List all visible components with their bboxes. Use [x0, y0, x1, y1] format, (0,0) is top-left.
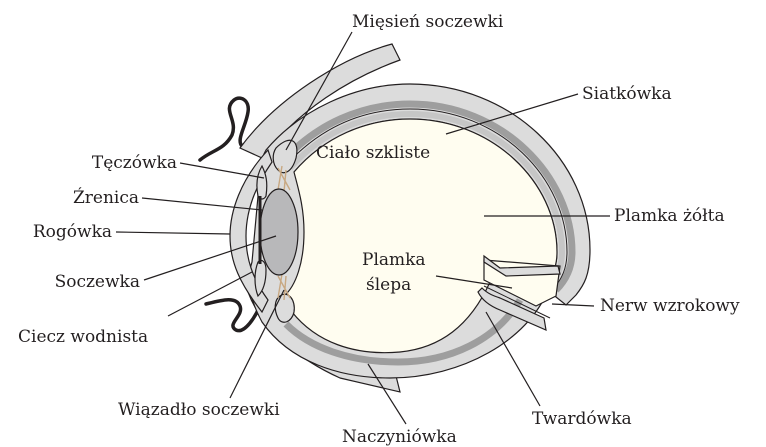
label-teczowka: Tęczówka	[92, 153, 177, 173]
label-naczyniowka: Naczyniówka	[342, 427, 457, 447]
label-twardowka: Twardówka	[532, 409, 632, 429]
upper-eyelid-contour	[200, 98, 248, 160]
label-nerw-wzrokowy: Nerw wzrokowy	[600, 296, 740, 316]
label-plamka-slepa-line1: Plamka	[362, 250, 426, 270]
label-wiazadlo-soczewki: Wiązadło soczewki	[118, 400, 280, 420]
label-miesien-soczewki: Mięsień soczewki	[352, 12, 504, 32]
label-zrenica: Źrenica	[73, 187, 139, 208]
label-siatkowka: Siatkówka	[582, 84, 672, 104]
leader-nerw-wzrokowy	[552, 304, 594, 306]
label-plamka-zolta: Plamka żółta	[614, 206, 725, 226]
leader-rogowka	[116, 232, 230, 234]
lens	[260, 189, 298, 275]
label-plamka-slepa-line2: ślepa	[366, 275, 411, 295]
label-rogowka: Rogówka	[33, 222, 112, 242]
label-ciecz-wodnista: Ciecz wodnista	[18, 327, 148, 347]
label-cialo-szkliste: Ciało szkliste	[316, 143, 430, 163]
label-soczewka: Soczewka	[55, 272, 140, 292]
